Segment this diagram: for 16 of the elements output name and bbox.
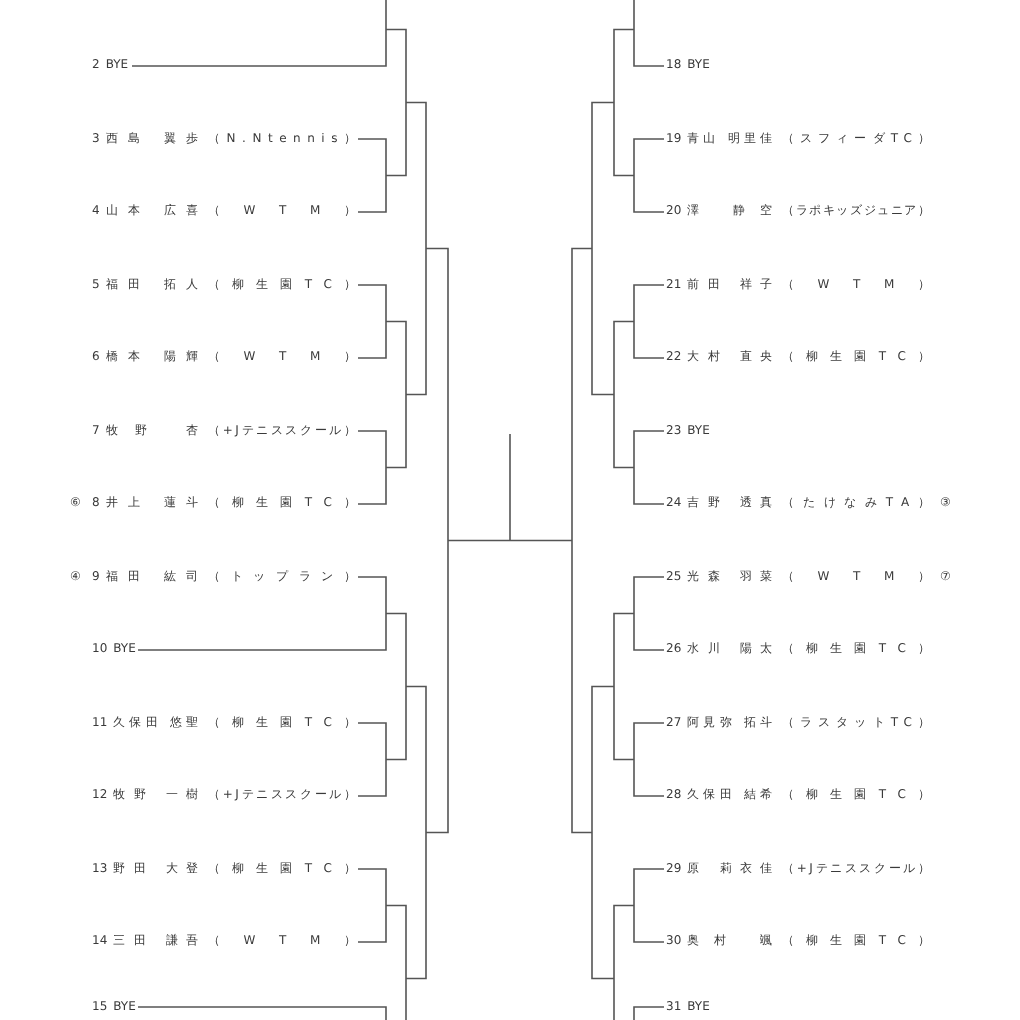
bracket-line: [633, 284, 665, 359]
bracket-line: [633, 0, 665, 67]
bracket-line: [357, 430, 387, 505]
bracket-line: [357, 138, 387, 213]
bracket-line: [633, 138, 665, 213]
bracket-line: [633, 722, 665, 797]
bracket-line: [633, 868, 665, 943]
bracket-line: [633, 576, 665, 651]
bracket-line: [137, 576, 387, 651]
bracket-line: [357, 284, 387, 359]
bracket-line: [633, 430, 665, 505]
bracket-line: [357, 868, 387, 943]
bracket-line: [633, 1006, 665, 1020]
bracket-line: [131, 0, 387, 67]
bracket-line: [357, 722, 387, 797]
bracket-line: [137, 1006, 387, 1020]
